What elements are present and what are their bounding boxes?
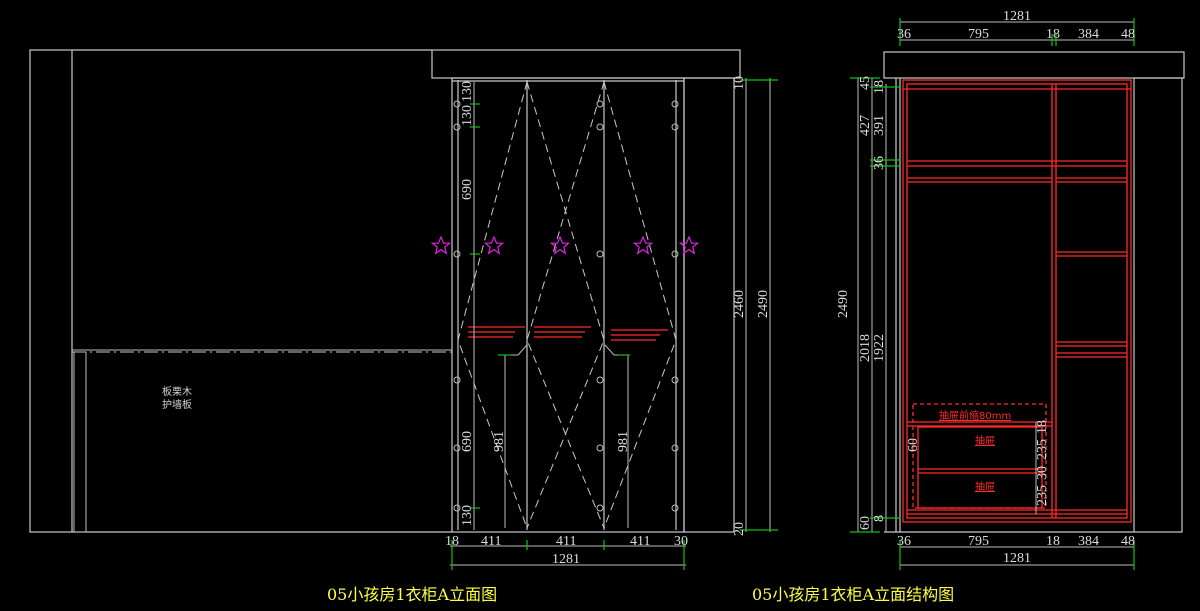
dim-label: 981 [492,431,507,452]
hinge-markers [453,100,679,512]
drawer-label: 抽屉 [975,434,995,447]
dim-label: 1281 [552,552,580,567]
dim-label: 391 [872,115,887,136]
dim-label: 411 [556,534,576,549]
dim-label: 2018 [858,334,873,362]
dim-label: 2460 [732,290,747,318]
dim-label: 36 [872,156,887,170]
top-slab [431,49,741,79]
door-note-marks [468,326,668,341]
dim-label: 690 [460,179,475,200]
dim-label: 235 [1035,439,1050,460]
dim-label: 130 [460,105,475,126]
cabinet-structure: 抽屉前缩80mm 抽屉 抽屉 [902,79,1132,523]
dim-label: 981 [616,431,631,452]
right-structure-elevation: 抽屉前缩80mm 抽屉 抽屉 1281 36 795 18 384 48 36 … [752,9,1185,604]
left-elevation: 板栗木 护墙板 [29,49,778,604]
star-icon [679,236,699,254]
dim-label: 8 [872,515,887,522]
door-swing-line [526,81,605,529]
dim-label: 36 [897,534,911,549]
door-swing-line [603,81,677,529]
dim-label: 795 [968,27,989,42]
drawer-label: 抽屉 [975,480,995,493]
right-bottom-dimensions: 36 795 18 384 48 1281 [897,534,1135,566]
wardrobe-outline [451,77,685,533]
dim-label: 1281 [1003,9,1031,24]
dim-label: 130 [460,81,475,102]
dim-label: 18 [1046,534,1060,549]
left-wall-hatch [29,49,73,533]
star-markers [431,236,699,254]
dim-label: 45 [858,76,873,90]
door-handle [504,344,528,528]
dim-label: 18 [872,80,887,94]
dim-label: 427 [858,115,873,136]
dim-label: 130 [460,505,475,526]
right-vertical-dimensions: 45 427 2490 2018 18 391 36 1922 60 8 60 … [836,76,1050,530]
right-wall-hatch [683,77,735,533]
star-icon [633,236,653,254]
dim-label: 411 [630,534,650,549]
door-swing-line [526,81,605,529]
dim-label: 18 [445,534,459,549]
dim-label: 411 [481,534,501,549]
dim-label: 30 [674,534,688,549]
dim-label: 60 [858,516,873,530]
left-vertical-dimensions: 130 130 690 690 130 981 981 10 2460 2490… [460,76,771,536]
wall-note-line2: 护墙板 [162,398,192,411]
dim-label: 60 [906,438,921,452]
dim-label: 384 [1078,27,1099,42]
left-horizontal-dimensions: 18 411 411 411 30 1281 [445,534,688,567]
dim-label: 30 [1035,466,1050,480]
right-wall-hatch [1133,77,1183,533]
dim-label: 690 [460,431,475,452]
dim-label: 18 [1046,27,1060,42]
wainscot-panel-edge [73,351,87,533]
drawer-front-outline [912,403,1047,509]
dim-label: 384 [1078,534,1099,549]
dim-label: 48 [1121,534,1135,549]
dim-label: 48 [1121,27,1135,42]
dim-label: 18 [1035,420,1050,434]
dim-label: 36 [897,27,911,42]
dim-label: 2490 [756,290,771,318]
top-slab [883,51,1185,79]
dim-label: 20 [732,522,747,536]
dim-label: 10 [732,76,747,90]
wall-note-line1: 板栗木 [162,385,192,398]
star-icon [484,236,504,254]
star-icon [431,236,451,254]
dim-label: 1281 [1003,551,1031,566]
right-drawing-title: 05小孩房1衣柜A立面结构图 [752,585,954,604]
dim-label: 235 [1035,485,1050,506]
dim-label: 2490 [836,290,851,318]
drawer-note: 抽屉前缩80mm [939,409,1011,422]
right-top-dimensions: 1281 36 795 18 384 48 [897,9,1135,42]
door-swing-line [457,81,528,529]
dim-label: 1922 [872,334,887,362]
dim-label: 795 [968,534,989,549]
left-drawing-title: 05小孩房1衣柜A立面图 [327,585,497,604]
